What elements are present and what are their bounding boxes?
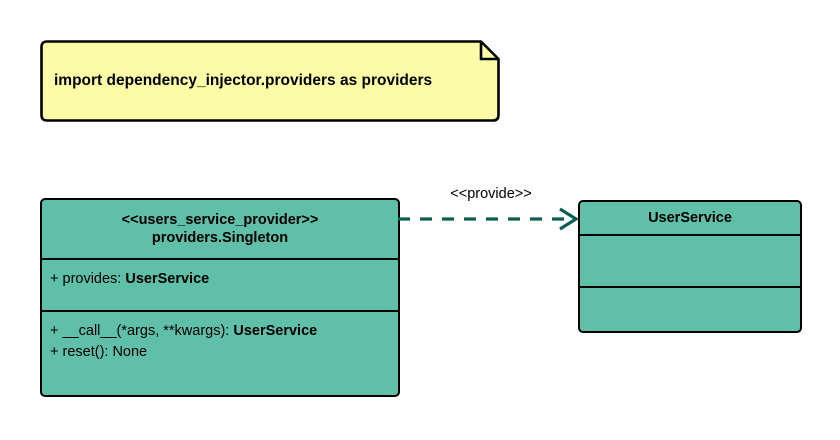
attribute-label: provides: — [62, 271, 126, 287]
class-box-user-service[interactable]: UserService — [578, 200, 802, 333]
attribute-visibility: + — [50, 271, 59, 287]
operation-label: __call__(*args, **kwargs): — [62, 323, 234, 339]
attribute-type: UserService — [125, 271, 210, 287]
service-attributes-compartment — [580, 234, 800, 286]
service-title-compartment: UserService — [580, 202, 800, 234]
note-text: import dependency_injector.providers as … — [54, 71, 433, 89]
operation-row: + reset(): None — [50, 342, 398, 363]
dependency-connector[interactable] — [396, 186, 586, 232]
connector-arrow-icon — [398, 207, 580, 231]
provider-attributes-compartment: + provides: UserService — [42, 258, 398, 310]
service-operations-compartment — [580, 286, 800, 330]
import-note: import dependency_injector.providers as … — [40, 40, 500, 122]
operation-visibility: + — [50, 323, 59, 339]
provider-operations-compartment: + __call__(*args, **kwargs): UserService… — [42, 310, 398, 394]
operation-visibility: + — [50, 344, 59, 361]
provider-class-name: providers.Singleton — [151, 230, 289, 246]
attribute-row: + provides: UserService — [50, 269, 398, 290]
operation-type: UserService — [233, 323, 318, 339]
class-box-users-service-provider[interactable]: <<users_service_provider>> providers.Sin… — [40, 198, 400, 397]
connector-label: <<provide>> — [450, 186, 532, 202]
operation-label: reset(): None — [62, 344, 148, 361]
provider-stereotype: <<users_service_provider>> — [121, 211, 319, 228]
operation-row: + __call__(*args, **kwargs): UserService — [50, 321, 398, 342]
provider-title-compartment: <<users_service_provider>> providers.Sin… — [42, 200, 398, 258]
service-class-name: UserService — [648, 209, 732, 226]
note-shape — [40, 40, 500, 122]
